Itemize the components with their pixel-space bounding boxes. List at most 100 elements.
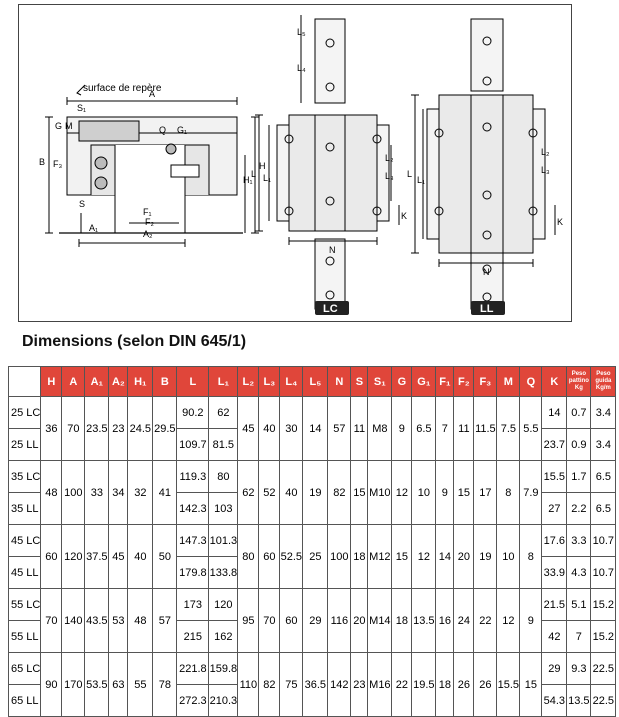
cell-h1: 40 xyxy=(127,524,154,589)
header-peso-pattino: Peso pattino Kg xyxy=(566,366,592,397)
dim-A-label: A xyxy=(149,89,155,99)
cell-l4: 52.5 xyxy=(279,524,304,589)
cell-m: 10 xyxy=(496,524,521,589)
cell-l: 215 xyxy=(176,620,210,653)
cell-l: 272.3 xyxy=(176,684,210,717)
cell-f2: 15 xyxy=(453,460,475,525)
ll-badge xyxy=(471,301,505,315)
dim-M-label: M xyxy=(65,121,73,131)
cell-l2: 62 xyxy=(237,460,260,525)
dim-H-label: H xyxy=(259,161,266,171)
dim-S-label: S xyxy=(79,199,85,209)
header-cell: A₁ xyxy=(84,366,110,397)
cell-l: 173 xyxy=(176,588,210,621)
cell-peso-pattino: 9.3 xyxy=(566,652,592,685)
cell-l3: 60 xyxy=(258,524,281,589)
cell-l1: 103 xyxy=(208,492,239,525)
cell-h1: 24.5 xyxy=(127,396,154,461)
cell-a: 70 xyxy=(61,396,86,461)
cell-q: 8 xyxy=(519,524,543,589)
cell-f2: 11 xyxy=(453,396,475,461)
cell-f1: 9 xyxy=(435,460,455,525)
cell-k: 21.5 xyxy=(541,588,568,621)
cell-n: 82 xyxy=(327,460,352,525)
cell-f2: 26 xyxy=(453,652,475,717)
cell-l: 109.7 xyxy=(176,428,210,461)
type-cell: 35 LC xyxy=(7,460,42,493)
cell-s: 20 xyxy=(350,588,369,653)
technical-drawing: surface de repère A S₁ M G Q G₁ B F₃ H H… xyxy=(18,4,572,322)
ll-dim-L-label: L xyxy=(407,169,412,179)
cell-a2: 53 xyxy=(108,588,129,653)
ll-badge-label: LL xyxy=(480,303,494,315)
cell-peso-guida: 6.5 xyxy=(590,492,617,525)
header-peso-guida: Peso guida Kg/m xyxy=(590,366,617,397)
cell-peso-guida: 10.7 xyxy=(590,524,617,557)
header-cell: A xyxy=(61,366,86,397)
cell-q: 15 xyxy=(519,652,543,717)
header-blank xyxy=(7,366,42,397)
type-cell: 45 LL xyxy=(7,556,42,589)
type-cell: 35 LL xyxy=(7,492,42,525)
cell-g: 18 xyxy=(391,588,413,653)
cell-s: 15 xyxy=(350,460,369,525)
cell-f3: 19 xyxy=(473,524,498,589)
cell-a1: 37.5 xyxy=(84,524,110,589)
cell-n: 142 xyxy=(327,652,352,717)
cell-m: 12 xyxy=(496,588,521,653)
cell-k: 29 xyxy=(541,652,568,685)
lc-dim-L3-label: L₃ xyxy=(385,171,394,181)
cell-k: 54.3 xyxy=(541,684,568,717)
cell-l1: 81.5 xyxy=(208,428,239,461)
cell-s1: M12 xyxy=(367,524,393,589)
cell-f2: 24 xyxy=(453,588,475,653)
lc-dim-L-label: L xyxy=(251,169,256,179)
cell-b: 78 xyxy=(152,652,178,717)
cell-l1: 120 xyxy=(208,588,239,621)
dim-G1-label: G₁ xyxy=(177,125,187,135)
cell-l5: 14 xyxy=(302,396,329,461)
cell-a2: 63 xyxy=(108,652,129,717)
cell-a: 140 xyxy=(61,588,86,653)
cell-l1: 133.8 xyxy=(208,556,239,589)
cell-l3: 82 xyxy=(258,652,281,717)
cell-q: 5.5 xyxy=(519,396,543,461)
cell-g1: 19.5 xyxy=(411,652,437,717)
lc-dim-K-label: K xyxy=(401,211,407,221)
header-cell: L₄ xyxy=(279,366,304,397)
cell-s: 18 xyxy=(350,524,369,589)
header-cell: L₁ xyxy=(208,366,239,397)
dim-S1-label: S₁ xyxy=(77,103,86,113)
type-cell: 55 LC xyxy=(7,588,42,621)
cell-l5: 19 xyxy=(302,460,329,525)
header-cell: F₂ xyxy=(453,366,475,397)
cell-b: 57 xyxy=(152,588,178,653)
header-cell: L₂ xyxy=(237,366,260,397)
cell-a: 170 xyxy=(61,652,86,717)
cell-m: 7.5 xyxy=(496,396,521,461)
cell-f1: 14 xyxy=(435,524,455,589)
cell-peso-pattino: 4.3 xyxy=(566,556,592,589)
header-cell: Q xyxy=(519,366,543,397)
cell-l2: 45 xyxy=(237,396,260,461)
cell-n: 100 xyxy=(327,524,352,589)
cell-f3: 11.5 xyxy=(473,396,498,461)
cell-h: 90 xyxy=(40,652,63,717)
cell-h: 36 xyxy=(40,396,63,461)
lc-dim-L4-label: L₄ xyxy=(297,63,306,73)
cell-l4: 40 xyxy=(279,460,304,525)
dim-G-label: G xyxy=(55,121,62,131)
header-cell: F₃ xyxy=(473,366,498,397)
cell-peso-pattino: 0.9 xyxy=(566,428,592,461)
cell-k: 27 xyxy=(541,492,568,525)
cell-l: 221.8 xyxy=(176,652,210,685)
cell-a1: 33 xyxy=(84,460,110,525)
cell-peso-guida: 22.5 xyxy=(590,652,617,685)
lc-dim-L1-label: L₁ xyxy=(263,173,271,183)
